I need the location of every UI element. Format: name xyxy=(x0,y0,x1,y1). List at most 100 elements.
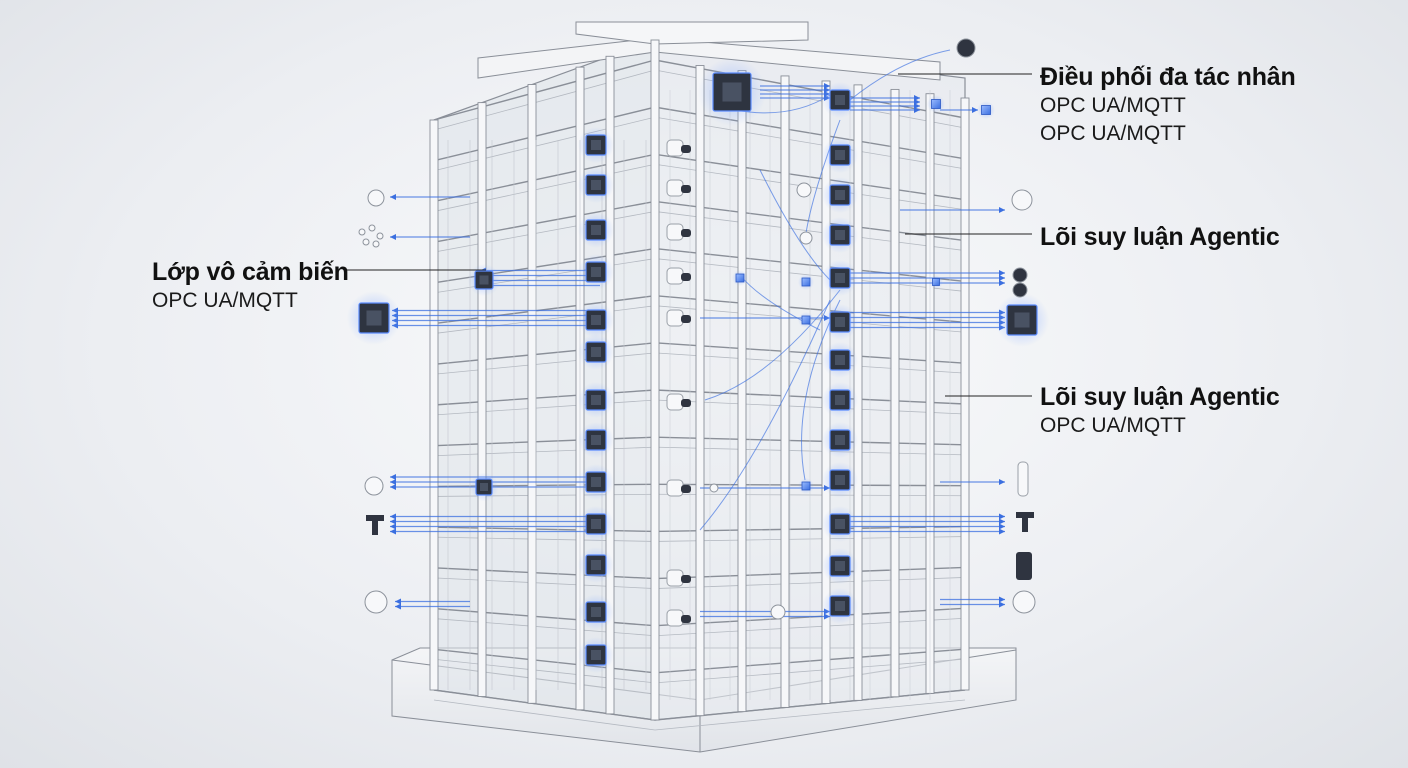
device-layer xyxy=(347,38,1049,673)
roof-penthouse xyxy=(575,21,809,45)
connection-arrow-icon xyxy=(999,275,1005,281)
chip-core xyxy=(591,519,601,529)
connection-arrow-icon xyxy=(999,523,1005,530)
camera-lens xyxy=(681,615,691,623)
connection-arrow-icon xyxy=(914,99,920,105)
connection-arrow-icon xyxy=(999,528,1005,535)
chip-core xyxy=(591,267,601,277)
connection-arrow-icon xyxy=(972,107,978,113)
sensor-puck-icon xyxy=(770,604,786,620)
sensor-puck-icon xyxy=(1011,189,1033,211)
camera-icon xyxy=(666,267,684,285)
label-orchestration: Điều phối đa tác nhân OPC UA/MQTT OPC UA… xyxy=(1040,62,1296,148)
left-column xyxy=(650,39,660,721)
sensor-puck-icon xyxy=(367,189,385,207)
data-node-cube-icon xyxy=(801,277,811,287)
data-node-cube-icon xyxy=(932,278,940,286)
building-frame xyxy=(391,21,1017,753)
connection-arrow-icon xyxy=(390,513,396,520)
chip-core xyxy=(835,150,845,160)
chip-core xyxy=(591,435,601,445)
label-reasoning-core-2-protocol: OPC UA/MQTT xyxy=(1040,414,1186,437)
connection-arrow-icon xyxy=(999,280,1005,286)
connection-arrow-icon xyxy=(914,95,920,101)
connection-arrow-icon xyxy=(390,479,396,485)
left-column xyxy=(477,102,487,697)
chip-core xyxy=(591,477,601,487)
camera-icon xyxy=(666,479,684,497)
chip-core xyxy=(835,475,845,485)
data-node-cube-icon xyxy=(735,273,745,283)
chip-core xyxy=(1014,312,1030,328)
connection-arrow-icon xyxy=(999,479,1005,485)
chip-core xyxy=(835,190,845,200)
sensor-puck-icon xyxy=(358,228,366,236)
label-reasoning-core-1: Lõi suy luận Agentic xyxy=(1040,222,1280,252)
sensor-puck-icon xyxy=(364,590,388,614)
chip-core xyxy=(835,601,845,611)
data-node-cube-icon xyxy=(801,481,811,491)
sensor-puck-icon xyxy=(1022,518,1028,532)
camera-lens xyxy=(681,145,691,153)
connection-arrow-icon xyxy=(914,107,920,113)
sensor-puck-icon xyxy=(372,521,378,535)
camera-lens xyxy=(681,315,691,323)
connection-arrow-icon xyxy=(395,598,401,605)
connection-arrow-icon xyxy=(914,103,920,109)
chip-core xyxy=(591,607,601,617)
sensor-puck-icon xyxy=(1012,267,1028,283)
connection-arrow-icon xyxy=(999,596,1005,603)
label-reasoning-core-1-title: Lõi suy luận Agentic xyxy=(1040,223,1280,251)
camera-icon xyxy=(666,393,684,411)
sensor-puck-icon xyxy=(366,515,384,521)
chip-core xyxy=(835,561,845,571)
data-flow-curve xyxy=(849,49,951,101)
connection-arrow-icon xyxy=(999,207,1005,213)
sensor-puck-icon xyxy=(1016,512,1034,518)
chip-core xyxy=(366,310,382,326)
sensor-puck-icon xyxy=(376,232,384,240)
floor-slab-underside xyxy=(433,699,966,731)
connection-arrow-icon xyxy=(999,513,1005,520)
chip-core xyxy=(835,395,845,405)
sensor-puck-icon xyxy=(1012,590,1036,614)
connection-arrow-icon xyxy=(390,528,396,535)
left-column xyxy=(527,84,537,704)
label-sensor-layer-protocol: OPC UA/MQTT xyxy=(152,289,298,312)
label-sensor-layer-title: Lớp vô cảm biến xyxy=(152,258,349,286)
camera-icon xyxy=(666,179,684,197)
sensor-puck-icon xyxy=(362,238,370,246)
connection-arrow-icon xyxy=(395,603,401,610)
right-column xyxy=(737,70,747,713)
chip-core xyxy=(835,273,845,283)
chip-core xyxy=(835,317,845,327)
chip-core xyxy=(591,140,601,150)
data-node-cube-icon xyxy=(801,315,811,325)
label-reasoning-core-2: Lõi suy luận Agentic OPC UA/MQTT xyxy=(1040,382,1280,440)
camera-icon xyxy=(666,569,684,587)
sensor-puck-icon xyxy=(1016,552,1032,580)
label-sensor-layer: Lớp vô cảm biến OPC UA/MQTT xyxy=(152,257,349,315)
sensor-puck-icon xyxy=(799,231,813,245)
sensor-puck-icon xyxy=(364,476,384,496)
chip-core xyxy=(722,82,742,102)
chip-core xyxy=(591,315,601,325)
chip-core xyxy=(835,355,845,365)
camera-lens xyxy=(681,229,691,237)
camera-icon xyxy=(666,223,684,241)
chip-core xyxy=(591,650,601,660)
connection-arrow-icon xyxy=(390,194,396,200)
left-column xyxy=(429,119,439,691)
connection-arrow-icon xyxy=(999,270,1005,276)
label-orchestration-protocol-1: OPC UA/MQTT xyxy=(1040,94,1186,117)
right-column xyxy=(890,88,900,698)
chip-core xyxy=(591,225,601,235)
sensor-puck-icon xyxy=(956,38,976,58)
chip-core xyxy=(591,395,601,405)
connection-arrow-icon xyxy=(390,523,396,530)
chip-core xyxy=(480,483,488,491)
sensor-puck-icon xyxy=(1012,282,1028,298)
sensor-puck-icon xyxy=(368,224,376,232)
label-leader-lines xyxy=(344,73,1032,397)
